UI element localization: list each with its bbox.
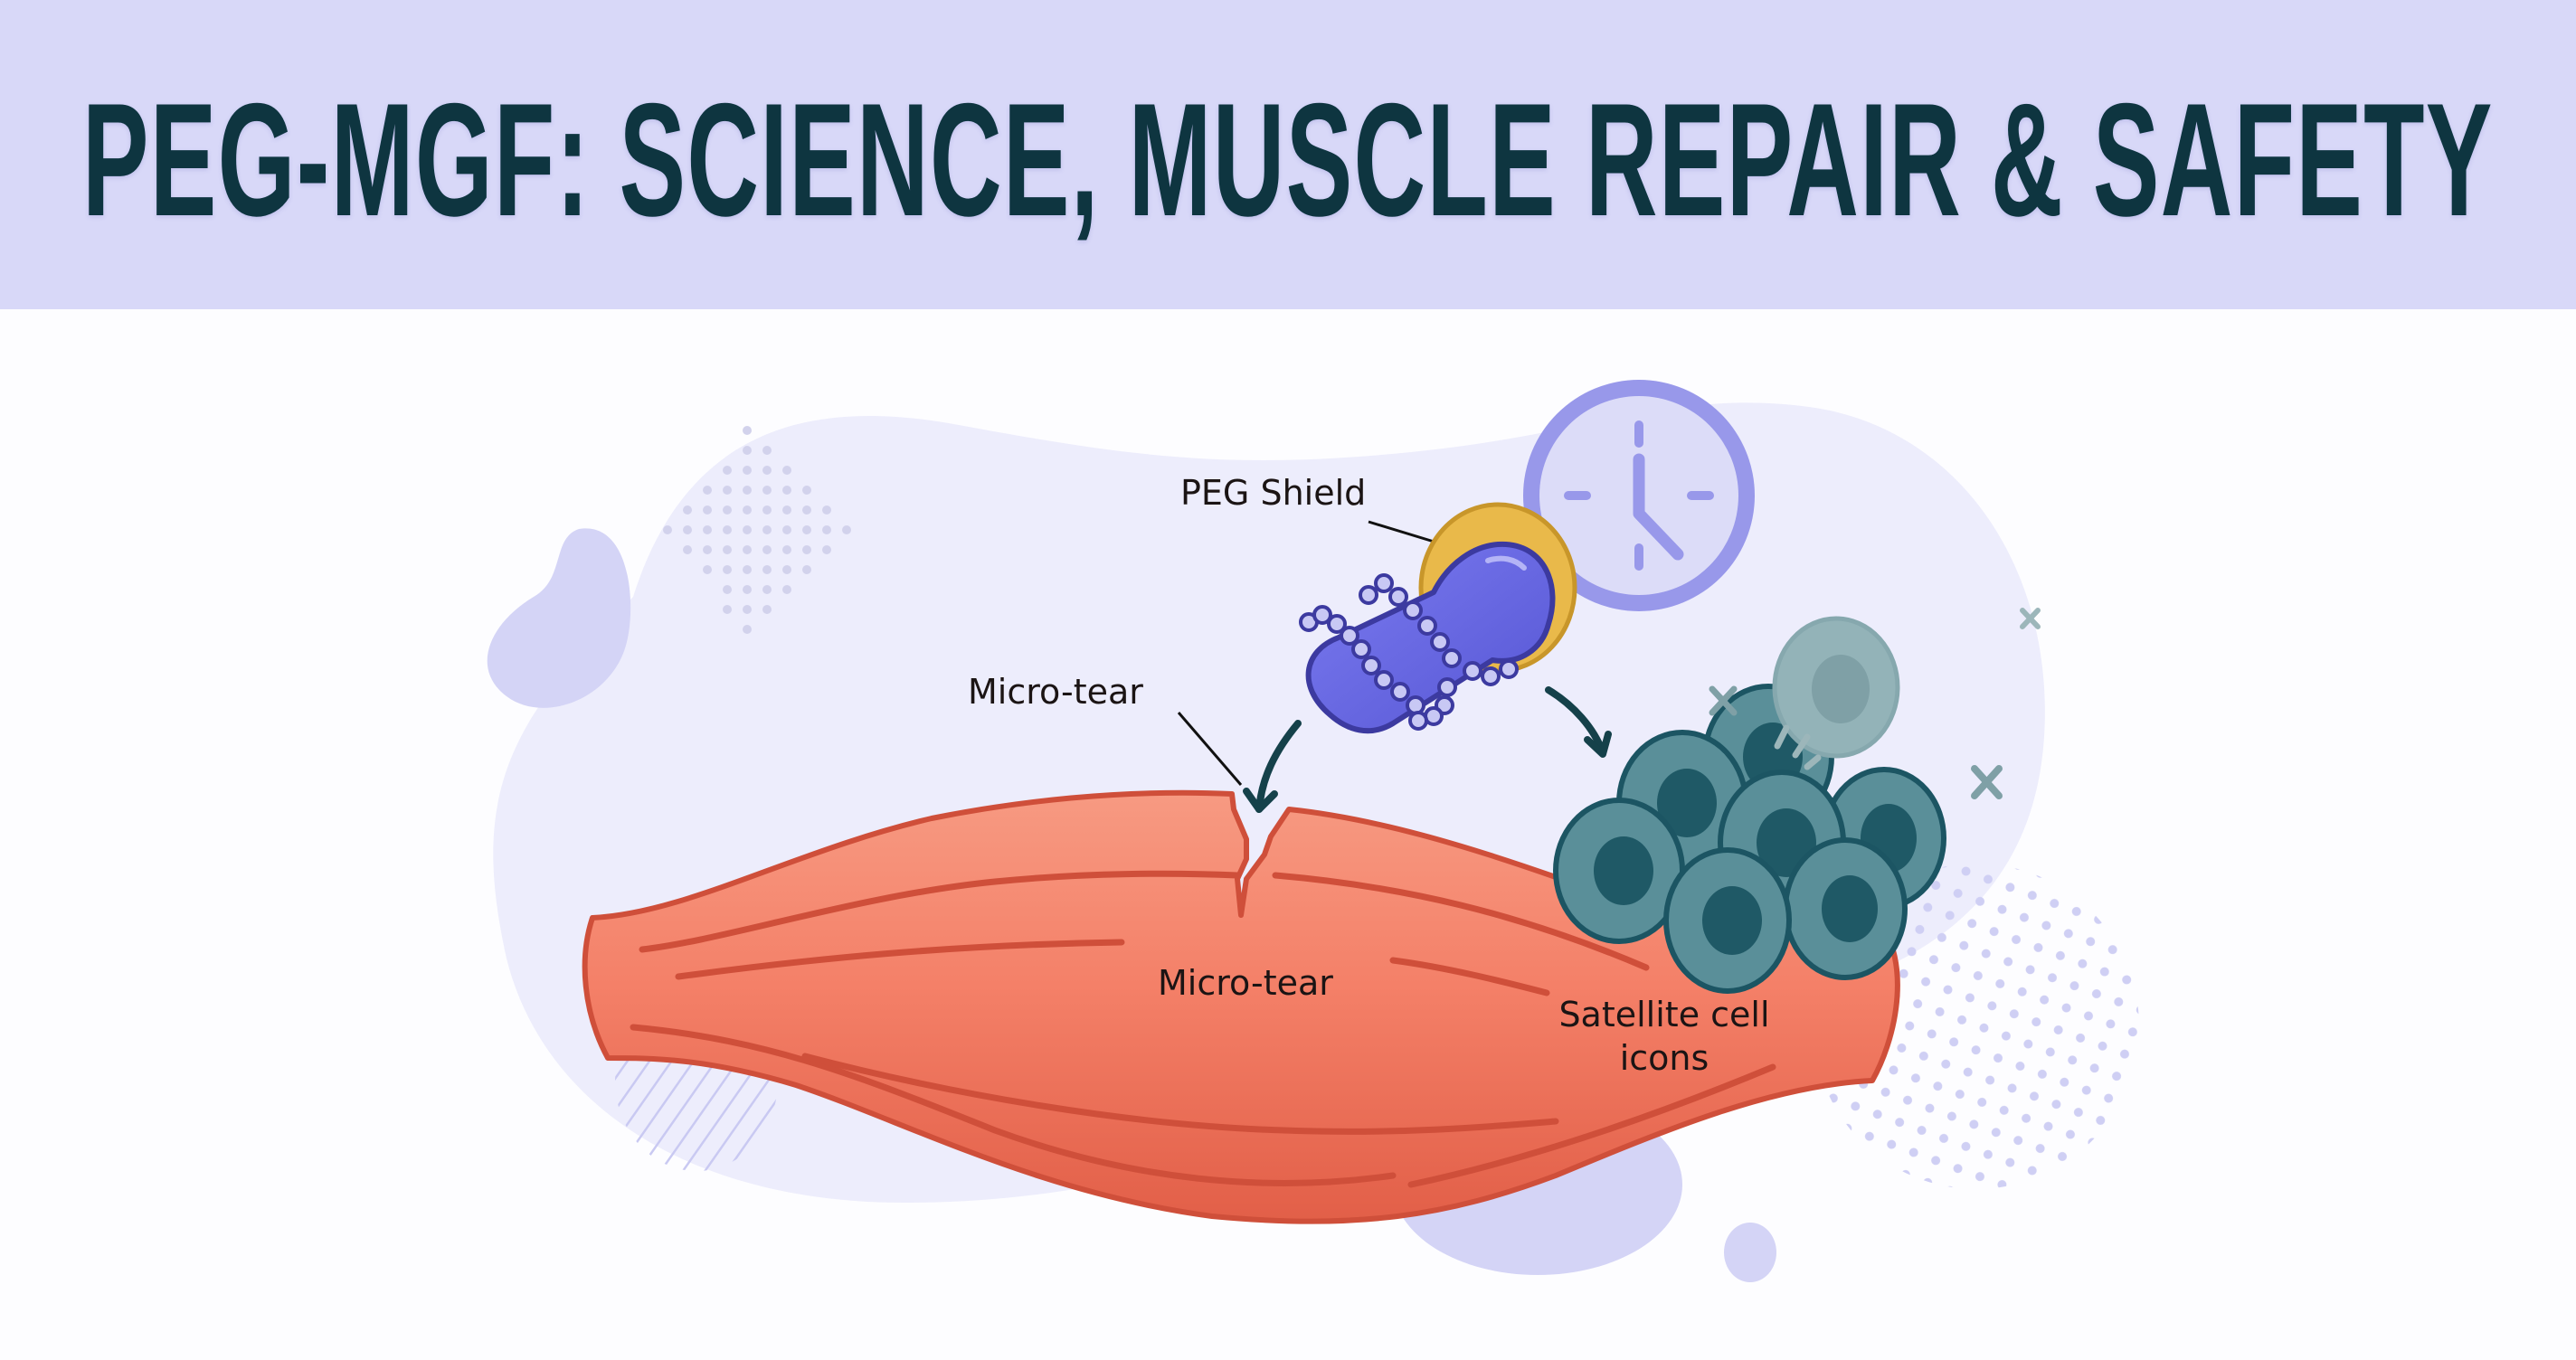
title-banner: PEG-MGF: Science, Muscle Repair & Safety [0,0,2576,309]
peg-shield-label: PEG Shield [1180,473,1367,513]
motion-dashes [1774,724,1822,770]
clock-hands [1633,453,1684,561]
micro-tear-callout-label: Micro-tear [968,672,1143,712]
satellite-cell-cluster [1553,684,1946,994]
dot-diamond-pattern [663,426,851,634]
illustration-area: PEG Shield Micro-tear Micro-tear Satelli… [0,309,2576,1360]
peg-chain-beads [1299,573,1519,731]
satellite-cell-icon [1783,837,1908,980]
micro-tear-leader-line [1177,712,1243,786]
peg-mgf-molecule-icon [1305,541,1556,734]
satellite-cell-label-line2: icons [1619,1037,1709,1078]
satellite-cell-label: Satellite cell icons [1556,994,1773,1080]
cross-mark-icon [1971,765,2003,799]
background-blob-small [487,528,631,708]
clock-icon [1523,380,1755,611]
background-dot [1724,1223,1776,1282]
satellite-cell-icon [1663,847,1792,994]
satellite-cell-icon [1553,798,1685,944]
curved-arrow-icon [1243,720,1302,813]
curved-arrow-icon [1545,686,1612,758]
cross-mark-icon [1709,685,1846,716]
degraded-cell-icon [1772,616,1900,759]
cross-mark-icon [2020,608,2041,629]
diagram-canvas [487,380,2139,1282]
page-title: PEG-MGF: Science, Muscle Repair & Safety [82,69,2494,250]
micro-tear-muscle-label: Micro-tear [1158,963,1333,1003]
satellite-cell-label-line1: Satellite cell [1558,995,1770,1034]
